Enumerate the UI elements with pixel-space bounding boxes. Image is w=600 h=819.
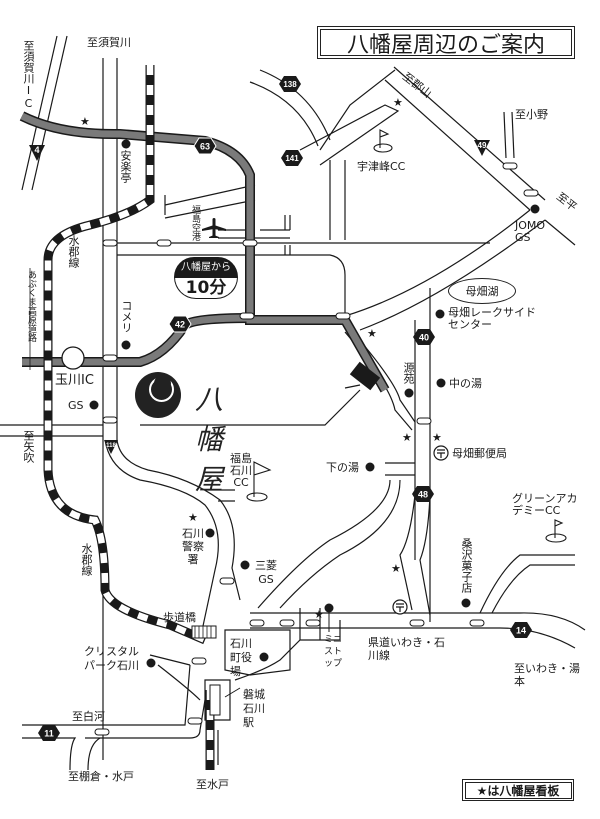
place-genen: 源苑 — [402, 362, 415, 384]
dest-sukagawa-ic: 至須賀川IC — [22, 40, 35, 110]
place-komeri: コメリ — [120, 300, 133, 333]
dest-ono: 至小野 — [515, 108, 548, 121]
place-anrakutei: 安楽亭 — [119, 150, 132, 183]
road-koriyama — [393, 66, 546, 201]
route-label-14: 14 — [516, 626, 526, 636]
poi-dots — [89, 139, 540, 668]
route-label-48: 48 — [418, 490, 428, 500]
star-icon: ★ — [393, 96, 403, 109]
star-icon: ★ — [314, 608, 324, 621]
post-office-icon — [392, 445, 449, 615]
golf-flag-icon — [246, 129, 567, 543]
star-icon: ★ — [367, 327, 377, 340]
footbridge — [191, 625, 217, 639]
road-shirakawa — [22, 664, 191, 726]
place-ministop: ミニストップ — [324, 635, 343, 669]
place-jomo-gs: JOMO GS — [515, 219, 546, 244]
place-mitsubishi-gs: 三菱GS — [255, 559, 277, 586]
route-shield-40: 40 — [413, 329, 435, 345]
star-icon: ★ — [402, 431, 412, 444]
road-prefectural — [250, 612, 586, 631]
traffic-signal-icon — [94, 162, 539, 736]
dest-sukagawa: 至須賀川 — [87, 36, 131, 49]
travel-time-badge: 八幡屋から 10分 — [174, 257, 238, 299]
route-shield-42: 42 — [168, 315, 192, 333]
dest-iwaki-yumoto: 至いわき・湯本 — [514, 662, 580, 688]
road-suigun-north-label: 水郡線 — [67, 235, 80, 268]
route-shield-14: 14 — [510, 622, 532, 638]
legend-signboard: ★は八幡屋看板 — [462, 779, 574, 801]
route-shield-63: 63 — [193, 137, 217, 155]
road-prefectural-label: 県道いわき・石川線 — [368, 636, 445, 662]
dest-shirakawa: 至白河 — [72, 710, 105, 723]
place-iwaki-ishikawa-station: 磐城石川駅 — [243, 688, 265, 729]
signboard-stars: ★ ★ ★ ★ ★ ★ ★ ★ — [80, 96, 442, 621]
road-suigun-south-label: 水郡線 — [80, 543, 93, 576]
hachimanya-building — [349, 361, 381, 391]
route-shield-11: 11 — [38, 725, 60, 741]
travel-time-caption: 八幡屋から — [174, 257, 238, 277]
road-141 — [299, 104, 400, 166]
road-abukuma-label: あぶくま高原道路 — [26, 270, 36, 342]
place-naka-no-yu: 中の湯 — [449, 377, 482, 390]
route-label-141: 141 — [285, 154, 299, 163]
route-shields: 4 138 63 141 49 42 40 48 — [29, 76, 532, 741]
place-crystal-park: クリスタルパーク石川 — [84, 645, 139, 672]
star-icon: ★ — [188, 511, 198, 524]
place-fukushima-ishikawa-cc: 福島石川CC — [230, 452, 252, 489]
highway-route-63 — [20, 112, 389, 392]
tamakawa-ic-marker — [61, 346, 85, 370]
road-route-118 — [104, 439, 219, 641]
footbridge-label: 歩道橋 — [163, 611, 196, 624]
route-shield-118: 118 — [104, 440, 118, 454]
route-label-63: 63 — [200, 142, 210, 152]
page-title: 八幡屋周辺のご案内 — [317, 26, 575, 59]
place-tamakawa-ic: 玉川IC — [55, 373, 94, 388]
highway-route-42-outline — [22, 313, 251, 367]
route-label-40: 40 — [419, 333, 429, 343]
road-route-48 — [399, 494, 416, 611]
dest-tanagura-mito: 至棚倉・水戸 — [68, 770, 134, 783]
route-shield-49: 49 — [474, 140, 490, 156]
bohata-lake: 母畑湖 — [448, 278, 516, 304]
route-label-118: 118 — [106, 443, 116, 449]
route-shield-138: 138 — [279, 76, 301, 92]
place-ishikawa-town-office: 石川町役場 — [230, 637, 252, 678]
station-building — [209, 684, 221, 716]
brand-mark-icon — [135, 372, 181, 418]
route-label-49: 49 — [478, 141, 487, 150]
dest-mito: 至水戸 — [196, 778, 229, 791]
airplane-icon — [202, 218, 226, 238]
place-bohata-post: 母畑郵便局 — [452, 447, 507, 460]
route-shield-4: 4 — [29, 145, 45, 161]
star-icon: ★ — [432, 431, 442, 444]
star-icon: ★ — [80, 115, 90, 128]
place-fukushima-airport: 福島空港 — [190, 205, 200, 241]
route-label-138: 138 — [283, 80, 297, 89]
highway-route-42 — [22, 314, 251, 366]
place-police: 石川警察署 — [182, 527, 204, 566]
road-route-4 — [21, 35, 58, 191]
place-utsumine-cc: 宇津峰CC — [357, 160, 406, 173]
place-gs-west: GS — [68, 399, 84, 412]
place-green-academy-cc: グリーンアカデミーCC — [512, 492, 578, 517]
brand-name: 八幡屋 — [195, 383, 228, 496]
dest-yabuki: 至矢吹 — [22, 430, 35, 463]
place-shimo-no-yu: 下の湯 — [326, 461, 359, 474]
route-label-42: 42 — [175, 320, 185, 330]
route-shield-48: 48 — [412, 486, 434, 502]
place-kuwazawa: 桑沢菓子店 — [460, 538, 473, 593]
place-lakeside-center: 母畑レークサイドセンター — [448, 306, 536, 331]
travel-time-value: 10分 — [174, 277, 238, 299]
route-label-11: 11 — [44, 729, 54, 739]
route-shield-141: 141 — [281, 150, 303, 166]
star-icon: ★ — [391, 562, 401, 575]
route-label-4: 4 — [34, 145, 39, 155]
